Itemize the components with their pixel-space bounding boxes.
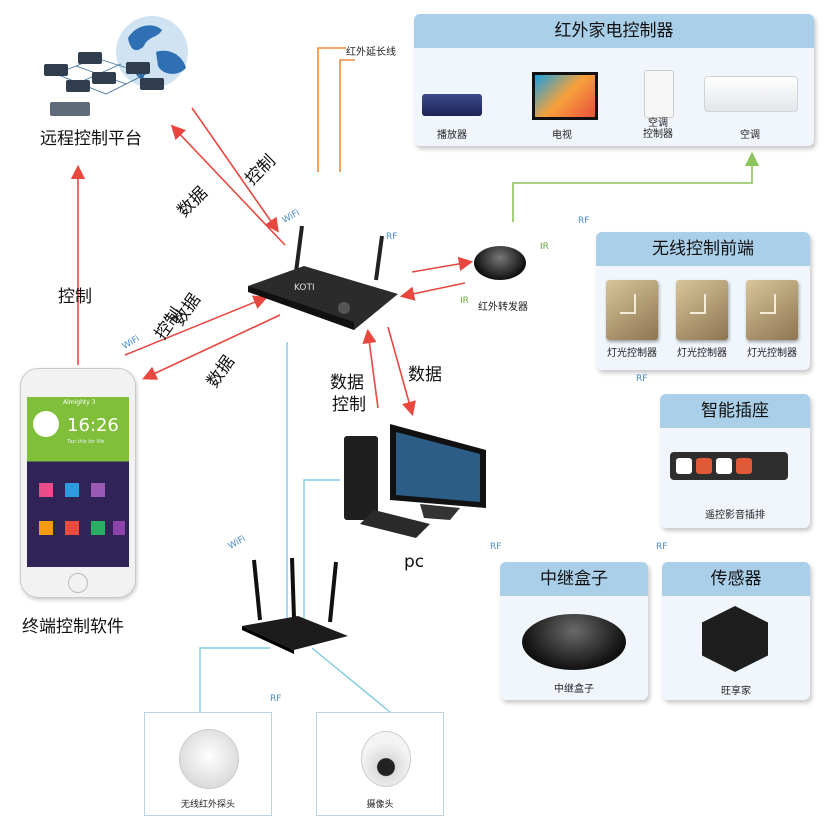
sensor-device bbox=[702, 606, 768, 672]
remote-platform-graphic bbox=[36, 14, 196, 124]
app-icon-3[interactable] bbox=[91, 483, 105, 497]
home-button[interactable] bbox=[68, 573, 88, 593]
relay-box-panel: 中继盒子 中继盒子 bbox=[500, 562, 648, 700]
wireless-front-title: 无线控制前端 bbox=[596, 232, 810, 266]
tv-device bbox=[532, 72, 598, 120]
light-switch-2 bbox=[676, 280, 728, 340]
control-label-upper: 控制 bbox=[241, 151, 280, 190]
ir-probe-label: 无线红外探头 bbox=[180, 800, 235, 810]
ac-controller-device bbox=[644, 70, 674, 118]
ir-repeater-label: 红外转发器 bbox=[478, 302, 528, 313]
ir-extension-label: 红外延长线 bbox=[346, 43, 396, 58]
ir-icon-repeater-2: IR bbox=[460, 296, 469, 306]
player-device bbox=[422, 94, 482, 116]
camera-label: 摄像头 bbox=[366, 800, 394, 810]
camera-box: 摄像头 bbox=[316, 712, 444, 816]
light-controller-label-1: 灯光控制器 bbox=[607, 348, 657, 359]
ir-controller-panel: 红外家电控制器 播放器 电视 空调 控制器 空调 bbox=[414, 14, 814, 146]
app-icon-6[interactable] bbox=[91, 521, 105, 535]
sensor-panel: 传感器 旺享家 bbox=[662, 562, 810, 700]
terminal-software-label: 终端控制软件 bbox=[22, 617, 124, 637]
tv-label: 电视 bbox=[552, 130, 572, 141]
pc-label: pc bbox=[404, 552, 425, 572]
gateway-device: KOTI bbox=[244, 222, 404, 332]
rf-icon-probe: RF bbox=[270, 694, 282, 704]
svg-text:KOTI: KOTI bbox=[294, 283, 315, 293]
rf-icon-socket: RF bbox=[636, 374, 648, 384]
light-switch-3 bbox=[746, 280, 798, 340]
rf-icon-sensor: RF bbox=[656, 542, 668, 552]
data-label-pc-right: 数据 bbox=[408, 365, 442, 385]
wifi-icon-phone: WiFi bbox=[120, 334, 142, 352]
app-icon-2[interactable] bbox=[65, 483, 79, 497]
phone-screen: Almighty 3 16:26 Tap this for life bbox=[27, 397, 129, 567]
phone-status-bar: Almighty 3 bbox=[63, 399, 96, 406]
repeater-link-line bbox=[512, 151, 760, 222]
power-strip-label: 遥控影音插排 bbox=[705, 510, 765, 521]
wifi-icon-router: WiFi bbox=[226, 534, 248, 552]
app-icon-5[interactable] bbox=[65, 521, 79, 535]
light-switch-1 bbox=[606, 280, 658, 340]
relay-box-device bbox=[522, 614, 626, 670]
ac-controller-label: 空调 控制器 bbox=[643, 118, 673, 140]
camera-device bbox=[361, 731, 411, 787]
phone-clock: 16:26 bbox=[67, 415, 119, 436]
control-label-left: 控制 bbox=[58, 287, 92, 307]
ir-controller-title: 红外家电控制器 bbox=[414, 14, 814, 48]
rf-icon-front: RF bbox=[578, 216, 590, 226]
data-label-upper: 数据 bbox=[173, 183, 212, 222]
smart-socket-title: 智能插座 bbox=[660, 394, 810, 428]
phone-tagline: Tap this for life bbox=[67, 439, 105, 445]
ac-label: 空调 bbox=[740, 130, 760, 141]
phone-device: Almighty 3 16:26 Tap this for life bbox=[20, 368, 136, 598]
relay-box-label: 中继盒子 bbox=[554, 684, 594, 695]
wireless-front-panel: 无线控制前端 灯光控制器 灯光控制器 灯光控制器 bbox=[596, 232, 810, 370]
ac-device bbox=[704, 76, 798, 112]
app-icon-1[interactable] bbox=[39, 483, 53, 497]
light-controller-label-2: 灯光控制器 bbox=[677, 348, 727, 359]
data-label-pc-left: 数据 bbox=[330, 373, 364, 393]
app-icon-4[interactable] bbox=[39, 521, 53, 535]
light-controller-label-3: 灯光控制器 bbox=[747, 348, 797, 359]
relay-box-title: 中继盒子 bbox=[500, 562, 648, 596]
ir-probe-box: 无线红外探头 bbox=[144, 712, 272, 816]
sensor-title: 传感器 bbox=[662, 562, 810, 596]
power-strip-device bbox=[670, 452, 788, 480]
smart-socket-panel: 智能插座 遥控影音插排 bbox=[660, 394, 810, 528]
rf-icon-relay: RF bbox=[490, 542, 502, 552]
rf-icon-gateway: RF bbox=[386, 232, 398, 242]
pc-device bbox=[340, 420, 490, 540]
ir-icon-repeater: IR bbox=[540, 242, 549, 252]
data-label-lower: 数据 bbox=[203, 352, 239, 392]
control-label-pc-left: 控制 bbox=[332, 395, 366, 415]
player-label: 播放器 bbox=[437, 130, 467, 141]
sensor-label: 旺享家 bbox=[721, 686, 751, 697]
app-icon-7[interactable] bbox=[113, 521, 125, 535]
ir-probe-device bbox=[179, 729, 239, 789]
ir-repeater-device bbox=[474, 246, 526, 280]
router-device bbox=[238, 556, 350, 656]
remote-platform-label: 远程控制平台 bbox=[40, 129, 142, 149]
smiley-icon bbox=[33, 411, 59, 437]
